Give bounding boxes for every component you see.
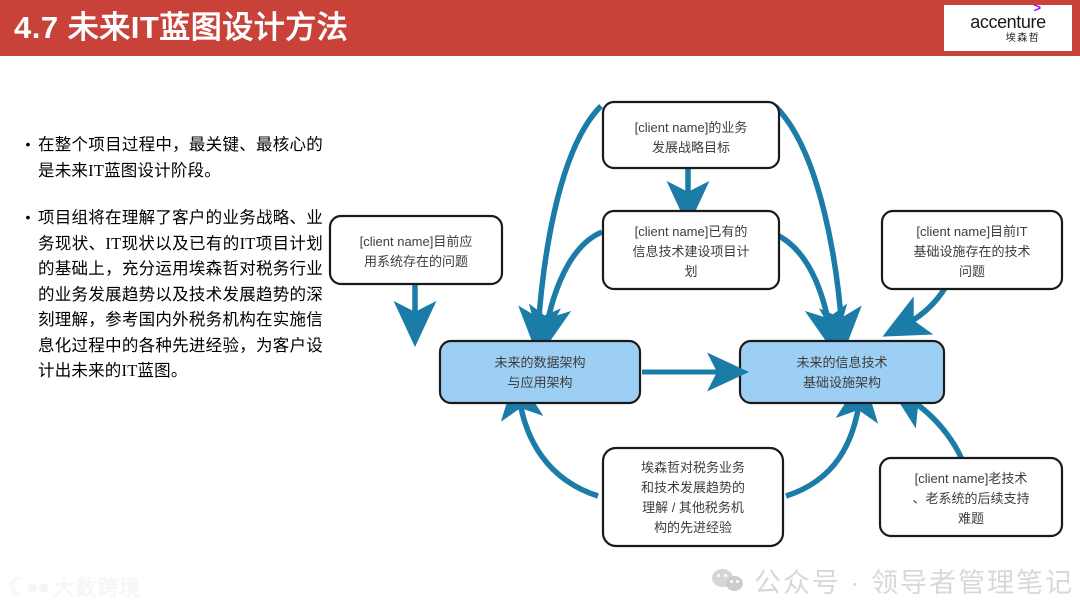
node-existing-plan-line3: 划 <box>684 264 697 279</box>
node-app-problems-box[interactable] <box>328 214 504 286</box>
node-accenture-insight-line4: 构的先进经验 <box>654 520 732 535</box>
node-legacy-support-line1: [client name]老技术 <box>915 471 1028 486</box>
wechat-bubble-small <box>726 575 743 591</box>
greater-than-icon: > <box>1033 0 1042 15</box>
watermark-right-text: 公众号 · 领导者管理笔记 <box>754 568 1074 598</box>
node-accenture-insight-line2: 和技术发展趋势的 <box>641 480 745 495</box>
wechat-eye-dot <box>736 579 739 583</box>
wechat-icon <box>712 568 746 594</box>
page-title: 4.7 未来IT蓝图设计方法 <box>14 10 349 45</box>
node-app-problems-line1: [client name]目前应 <box>360 234 473 249</box>
connector-strategy-to-infra-arch <box>773 104 862 354</box>
node-infra-problems-line3: 问题 <box>959 264 985 279</box>
node-accenture-insight-line3: 理解 / 其他税务机 <box>642 500 744 515</box>
node-strategy-line1: [client name]的业务 <box>635 120 748 135</box>
node-future-data-architecture-line1: 未来的数据架构 <box>494 355 585 370</box>
node-accenture-insight[interactable]: 埃森哲对税务业务 和技术发展趋势的 理解 / 其他税务机 构的先进经验 <box>601 446 785 548</box>
dashujingjing-logo-icon: ☾●● <box>8 574 50 599</box>
node-future-data-architecture-box[interactable] <box>438 339 642 405</box>
bullet-list: • 在整个项目过程中，最关键、最核心的是未来IT蓝图设计阶段。 • 项目组将在理… <box>18 132 323 406</box>
node-future-data-architecture-line2: 与应用架构 <box>507 375 572 390</box>
bullet-dot-icon: • <box>25 136 31 152</box>
node-app-problems[interactable]: [client name]目前应 用系统存在的问题 <box>328 214 504 286</box>
list-item: • 项目组将在理解了客户的业务战略、业务现状、IT现状以及已有的IT项目计划的基… <box>18 205 323 384</box>
watermark-right: 公众号 · 领导者管理笔记 <box>712 561 1074 600</box>
page-header: 4.7 未来IT蓝图设计方法 accenture > 埃森哲 <box>0 0 1080 56</box>
node-existing-plan-line2: 信息技术建设项目计 <box>632 244 749 259</box>
it-blueprint-diagram: [client name]的业务 发展战略目标 [client name]已有的… <box>320 56 1080 556</box>
node-existing-plan-box[interactable] <box>601 209 781 291</box>
connector-plan-to-infra-arch <box>773 231 848 353</box>
node-infra-problems[interactable]: [client name]目前IT 基础设施存在的技术 问题 <box>880 209 1064 291</box>
bullet-text: 项目组将在理解了客户的业务战略、业务现状、IT现状以及已有的IT项目计划的基础上… <box>38 208 323 380</box>
connector-insight-to-data-arch <box>500 373 599 499</box>
connector-plan-to-data-arch <box>528 229 604 353</box>
node-future-infra-architecture[interactable]: 未来的信息技术 基础设施架构 <box>738 339 946 405</box>
list-item: • 在整个项目过程中，最关键、最核心的是未来IT蓝图设计阶段。 <box>18 132 323 183</box>
logo-wordmark: accenture > <box>970 1 1046 32</box>
node-strategy-box[interactable] <box>601 100 781 170</box>
node-infra-problems-line1: [client name]目前IT <box>916 224 1027 239</box>
node-accenture-insight-line1: 埃森哲对税务业务 <box>641 460 745 475</box>
node-accenture-insight-box[interactable] <box>601 446 785 548</box>
watermark-left-text: 大数跨境 <box>53 577 142 600</box>
bullet-text: 在整个项目过程中，最关键、最核心的是未来IT蓝图设计阶段。 <box>38 135 323 180</box>
node-legacy-support-line3: 难题 <box>958 511 984 526</box>
node-future-infra-architecture-line1: 未来的信息技术 <box>796 355 887 370</box>
node-future-infra-architecture-line2: 基础设施架构 <box>803 375 881 390</box>
node-existing-plan-line1: [client name]已有的 <box>635 224 748 239</box>
node-app-problems-line2: 用系统存在的问题 <box>364 254 468 269</box>
wechat-eye-dot <box>717 573 720 577</box>
logo-chinese-name: 埃森哲 <box>1005 32 1041 44</box>
connector-insight-to-infra-arch <box>785 375 879 499</box>
node-legacy-support-box[interactable] <box>878 456 1064 538</box>
node-strategy[interactable]: [client name]的业务 发展战略目标 <box>601 100 781 170</box>
node-future-data-architecture[interactable]: 未来的数据架构 与应用架构 <box>438 339 642 405</box>
wechat-eye-dot <box>724 573 727 577</box>
logo-wordmark-text: accenture <box>970 11 1046 32</box>
accenture-logo: accenture > 埃森哲 <box>944 1 1072 51</box>
node-strategy-line2: 发展战略目标 <box>652 140 730 155</box>
wechat-eye-dot <box>730 579 733 583</box>
connector-strategy-to-data-arch <box>518 104 603 354</box>
watermark-left: ☾●● 大数跨境 <box>8 572 141 602</box>
node-legacy-support[interactable]: [client name]老技术 、老系统的后续支持 难题 <box>878 456 1064 538</box>
node-infra-problems-line2: 基础设施存在的技术 <box>913 244 1030 259</box>
node-future-infra-architecture-box[interactable] <box>738 339 946 405</box>
node-existing-plan[interactable]: [client name]已有的 信息技术建设项目计 划 <box>601 209 781 291</box>
node-infra-problems-box[interactable] <box>880 209 1064 291</box>
bullet-dot-icon: • <box>25 209 31 225</box>
node-legacy-support-line2: 、老系统的后续支持 <box>912 491 1029 506</box>
